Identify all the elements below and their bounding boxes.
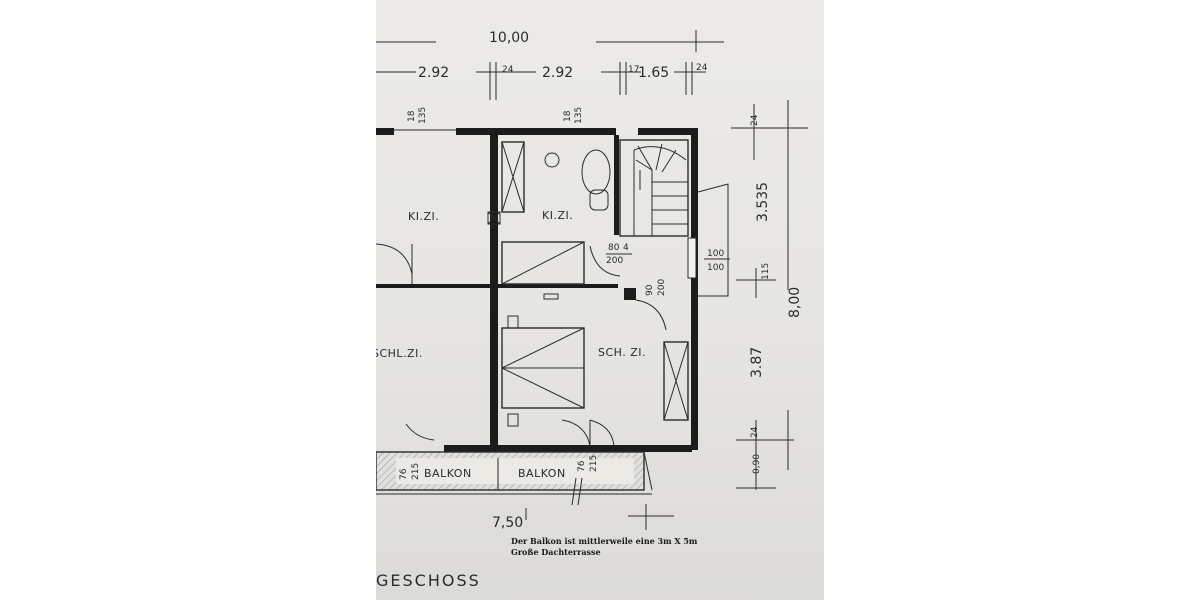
staircase [619,139,689,237]
dim-segment-f: 24 [696,63,708,73]
dim-bottom-width: 7,50 [492,515,523,531]
room-label-schlzi-left: SCHL.ZI. [376,347,423,360]
room-label-balkon-1: BALKON [424,467,472,480]
dim-right-top: 24 [750,114,760,126]
dim-window-top: 100 [707,249,724,259]
dim-right-total: 8,00 [787,287,803,318]
dim-balk-2: 215 [411,463,421,480]
dim-right-upper: 3.535 [755,182,771,222]
walls [376,128,698,452]
dim-segment-d: 17 [628,65,639,75]
dim-small-left-bot: 135 [418,107,428,124]
dim-right-lower: 3.87 [749,347,765,378]
dim-right-low-small: 24 [750,426,760,438]
doors [376,243,667,447]
room-label-kizi-mid: KI.ZI. [542,209,573,222]
dim-door-a-bot: 200 [606,256,623,266]
dim-segment-a: 2.92 [418,65,449,81]
dim-segment-e: 1.65 [638,65,669,81]
dim-door-b-top: 90 [645,284,655,296]
annotation-note: Der Balkon ist mittlerweile eine 3m X 5m… [511,536,697,558]
dim-window-bot: 100 [707,263,724,273]
floor-plan-drawing: 10,00 2.92 24 2.92 17 1.65 24 18 135 18 … [376,30,808,590]
dim-right-mid-small: 115 [761,263,771,280]
annotation-line-2: Große Dachterrasse [511,547,601,557]
room-label-kizi-left: KI.ZI. [408,210,439,223]
room-label-schzi: SCH. ZI. [598,346,646,359]
room-label-balkon-2: BALKON [518,467,566,480]
dim-door-b-bot: 200 [657,279,667,296]
dim-door-a-top: 80 [608,243,620,253]
dim-total-width: 10,00 [489,30,529,46]
dim-balk-3: 76 [577,460,587,472]
window-right [687,237,697,279]
dim-balk-4: 215 [589,455,599,472]
annex-outline [697,183,729,297]
dim-small-mid-bot: 135 [574,107,584,124]
dim-door-a-top-b: 4 [623,243,629,253]
dim-segment-c: 2.92 [542,65,573,81]
right-dimension-lines [731,100,808,490]
floor-label: GESCHOSS [376,571,481,590]
annotation-line-1: Der Balkon ist mittlerweile eine 3m X 5m [511,536,698,546]
fittings [487,141,689,427]
floor-plan-photo: 10,00 2.92 24 2.92 17 1.65 24 18 135 18 … [376,0,824,600]
balcony [376,451,653,506]
dim-small-mid-top: 18 [563,110,573,122]
dim-segment-b: 24 [502,65,514,75]
dim-small-left-top: 18 [407,110,417,122]
dim-balk-1: 76 [399,468,409,480]
dim-right-bottom: 0,90 [752,454,762,474]
